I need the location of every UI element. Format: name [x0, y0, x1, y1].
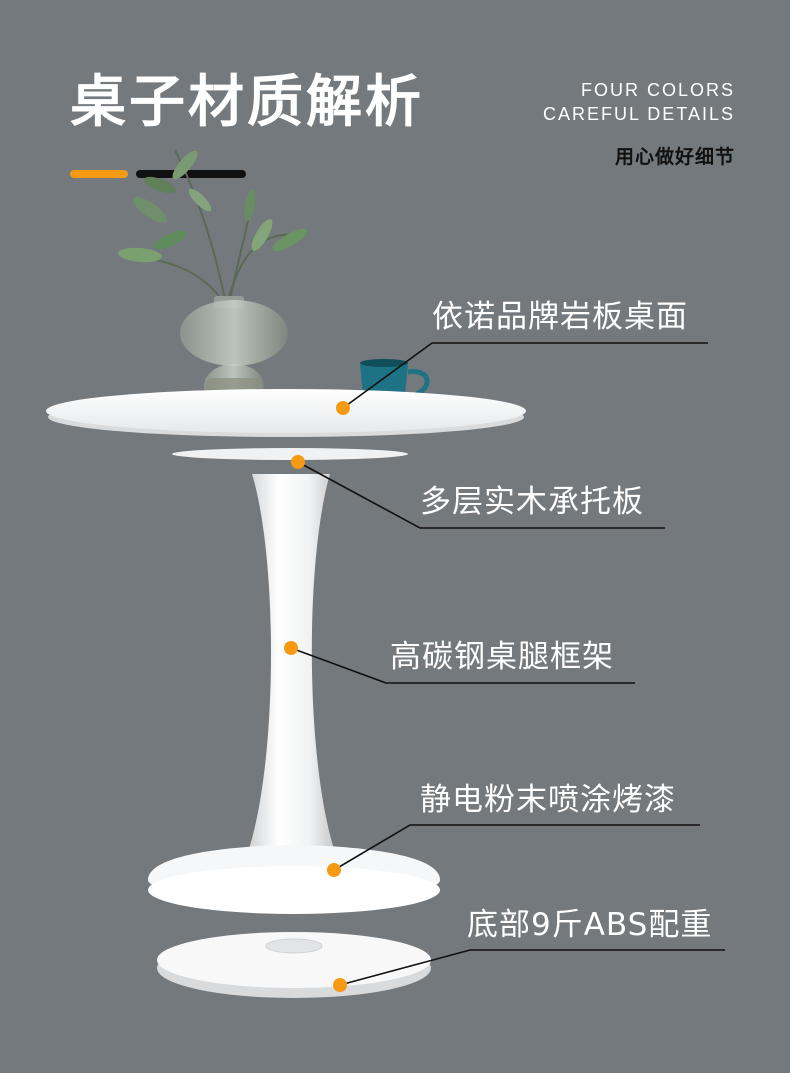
- title-accent-bar: [70, 170, 128, 178]
- table-base: [148, 845, 440, 914]
- callout-dots: [284, 401, 350, 992]
- english-subtitle: FOUR COLORS CAREFUL DETAILS: [543, 78, 735, 126]
- callout-dot-5: [333, 978, 347, 992]
- support-board: [172, 448, 408, 460]
- callout-label-leg-frame: 高碳钢桌腿框架: [390, 639, 614, 675]
- callout-label-tabletop: 依诺品牌岩板桌面: [432, 299, 688, 335]
- callout-label-support-board: 多层实木承托板: [420, 484, 644, 520]
- title-dark-bar: [136, 170, 246, 178]
- english-subtitle-line1: FOUR COLORS: [580, 80, 735, 100]
- callout-label-counterweight: 底部9斤ABS配重: [467, 907, 713, 943]
- table-leg: [248, 474, 335, 852]
- plant: [118, 149, 308, 301]
- callout-dot-2: [291, 455, 305, 469]
- table-top: [46, 389, 526, 437]
- page-title: 桌子材质解析: [70, 70, 424, 135]
- callout-label-coating: 静电粉末喷涂烤漆: [420, 782, 676, 818]
- chinese-subtitle: 用心做好细节: [614, 146, 735, 168]
- callout-dot-4: [327, 863, 341, 877]
- callout-leader-lines: [290, 342, 725, 986]
- abs-counterweight: [157, 932, 431, 998]
- callout-dot-3: [284, 641, 298, 655]
- callout-dot-1: [336, 401, 350, 415]
- english-subtitle-line2: CAREFUL DETAILS: [542, 104, 735, 124]
